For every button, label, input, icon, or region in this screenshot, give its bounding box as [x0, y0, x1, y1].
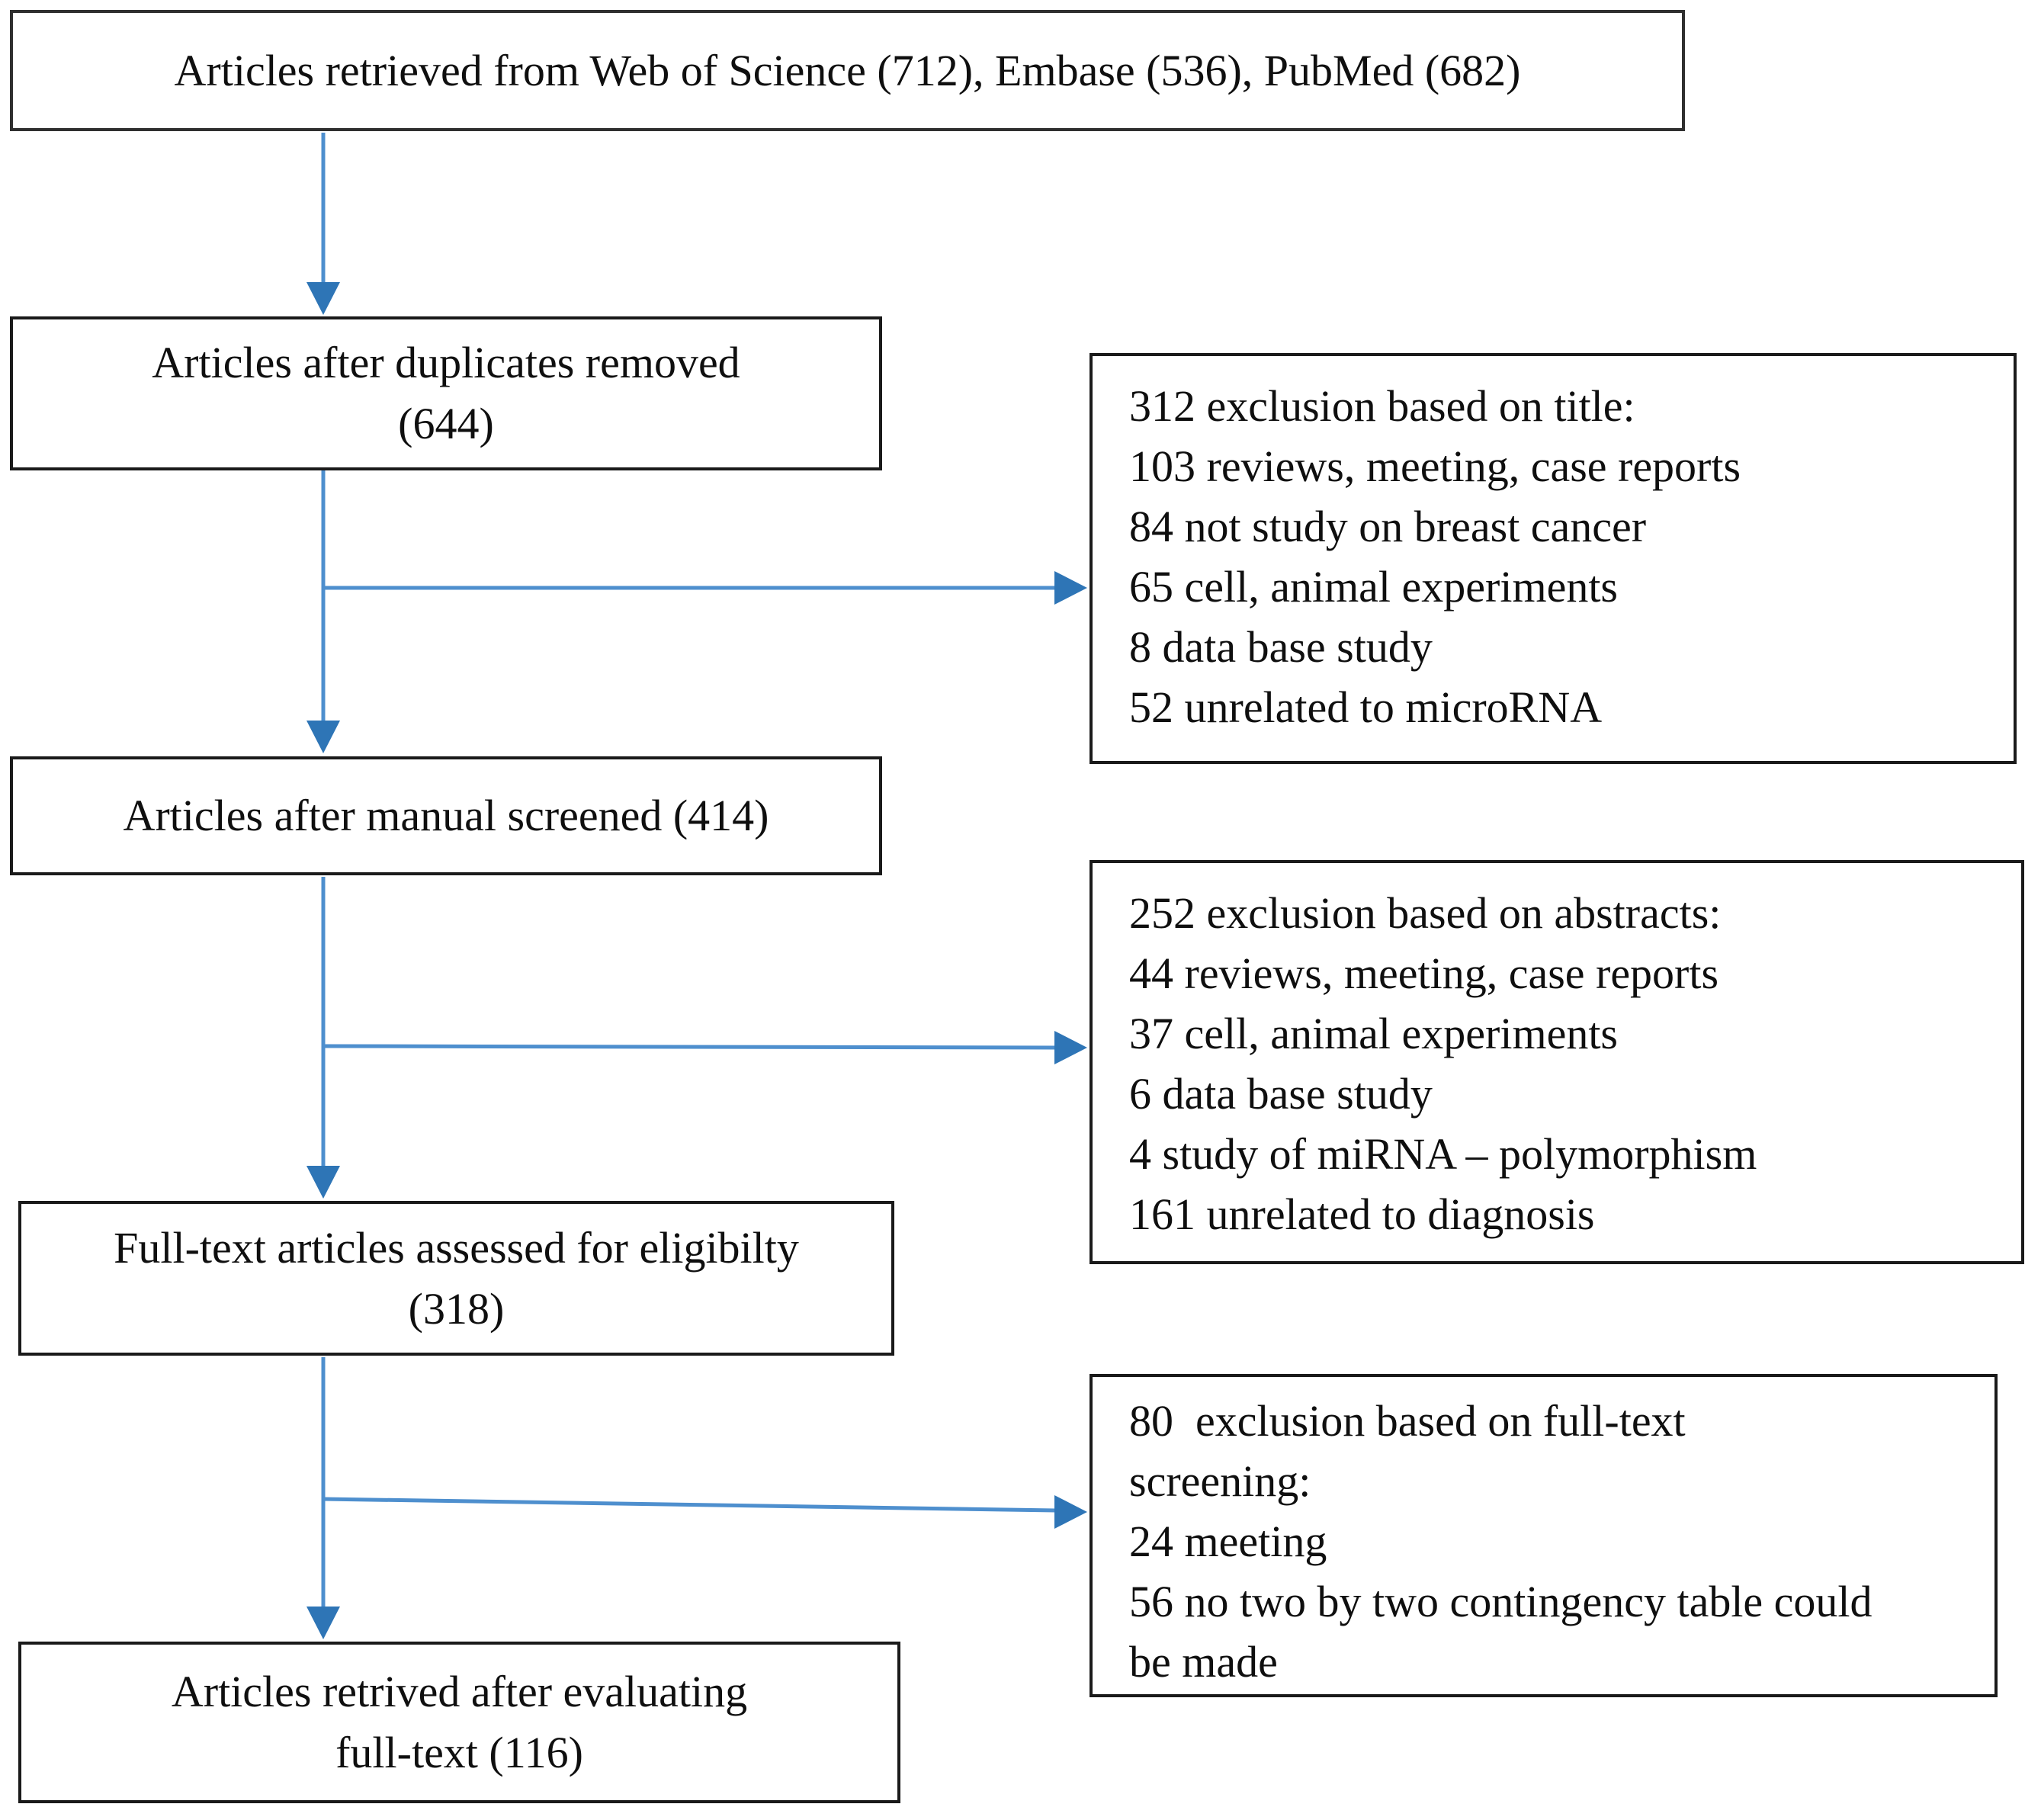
box-exclusion-abstracts: 252 exclusion based on abstracts: 44 rev…: [1089, 860, 2024, 1264]
box-final-retrieved-count: full-text (116): [335, 1728, 583, 1777]
box-fulltext-assessed: Full-text articles assessed for eligibil…: [18, 1201, 894, 1356]
box-fulltext-assessed-count: (318): [408, 1283, 505, 1334]
box-duplicates-removed-count: (644): [398, 399, 494, 448]
arrow-duplicates-to-screened: [306, 470, 340, 753]
exclusion-title-line: 8 data base study: [1129, 622, 1433, 672]
box-articles-retrieved-text: Articles retrieved from Web of Science (…: [174, 45, 1521, 95]
box-manual-screened-text: Articles after manual screened (414): [123, 791, 769, 840]
exclusion-fulltext-line: screening:: [1129, 1456, 1311, 1506]
exclusion-abstracts-line: 37 cell, animal experiments: [1129, 1009, 1619, 1058]
box-duplicates-removed: Articles after duplicates removed (644): [10, 316, 882, 470]
exclusion-fulltext-line: 56 no two by two contingency table could: [1129, 1577, 1873, 1626]
box-exclusion-title: 312 exclusion based on title: 103 review…: [1089, 353, 2017, 764]
box-fulltext-assessed-text: Full-text articles assessed for eligibil…: [114, 1222, 799, 1273]
exclusion-abstracts-line: 252 exclusion based on abstracts:: [1129, 888, 1722, 938]
exclusion-abstracts-line: 44 reviews, meeting, case reports: [1129, 949, 1719, 998]
box-articles-retrieved: Articles retrieved from Web of Science (…: [10, 10, 1685, 131]
arrow-fulltext-to-final: [306, 1357, 340, 1639]
box-final-retrieved-text: Articles retrived after evaluating: [171, 1667, 748, 1716]
exclusion-fulltext-line: 24 meeting: [1129, 1517, 1327, 1566]
exclusion-title-line: 52 unrelated to microRNA: [1129, 682, 1603, 732]
exclusion-abstracts-line: 4 study of miRNA – polymorphism: [1129, 1129, 1757, 1179]
box-exclusion-fulltext: 80 exclusion based on full-text screenin…: [1089, 1374, 1998, 1697]
box-final-retrieved: Articles retrived after evaluating full-…: [18, 1642, 900, 1803]
exclusion-abstracts-line: 6 data base study: [1129, 1069, 1433, 1119]
arrow-retrieved-to-duplicates: [306, 133, 340, 315]
arrow-to-fulltext-exclusions: [323, 1495, 1087, 1529]
exclusion-title-line: 84 not study on breast cancer: [1129, 502, 1647, 551]
exclusion-title-line: 65 cell, animal experiments: [1129, 562, 1619, 611]
exclusion-abstracts-line: 161 unrelated to diagnosis: [1129, 1189, 1595, 1239]
exclusion-title-line: 103 reviews, meeting, case reports: [1129, 441, 1741, 491]
arrow-to-abstract-exclusions: [323, 1031, 1087, 1064]
exclusion-fulltext-line: 80 exclusion based on full-text: [1129, 1396, 1686, 1446]
exclusion-fulltext-line: be made: [1129, 1637, 1278, 1687]
box-manual-screened: Articles after manual screened (414): [10, 756, 882, 875]
box-duplicates-removed-text: Articles after duplicates removed: [152, 338, 740, 387]
arrow-screened-to-fulltext: [306, 877, 340, 1199]
exclusion-title-line: 312 exclusion based on title:: [1129, 381, 1635, 431]
arrow-to-title-exclusions: [323, 571, 1087, 605]
